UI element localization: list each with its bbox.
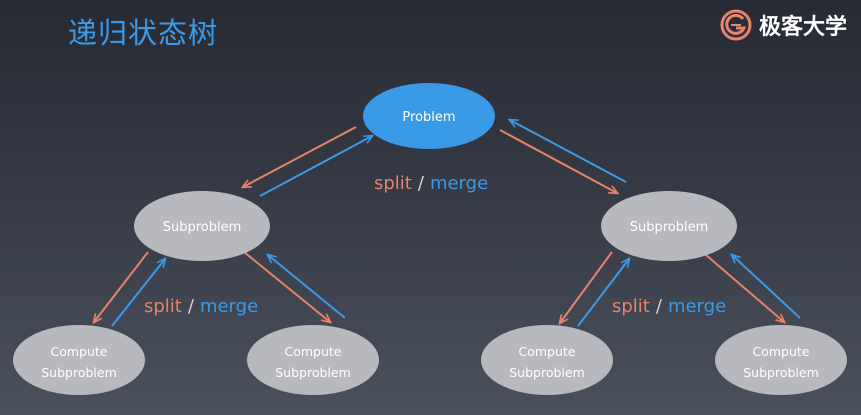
split-merge-label-right: split/merge bbox=[612, 296, 726, 317]
split-arrow-right-leaf4 bbox=[705, 254, 784, 322]
root-node-label: Problem bbox=[402, 110, 455, 125]
leaf-node-3: Compute Subproblem bbox=[481, 325, 613, 395]
split-arrow-right-leaf3 bbox=[560, 251, 613, 323]
merge-arrow-leaf3-right bbox=[577, 259, 629, 327]
merge-arrow-leaf2-left bbox=[268, 255, 346, 319]
leaf-3-label-line2: Subproblem bbox=[509, 365, 585, 380]
merge-arrow-leaf1-left bbox=[111, 259, 165, 327]
leaf-node-1: Compute Subproblem bbox=[13, 325, 145, 395]
page-title: 递归状态树 bbox=[68, 16, 219, 50]
leaf-4-label-line2: Subproblem bbox=[743, 365, 819, 380]
leaf-2-label-line1: Compute bbox=[284, 344, 341, 359]
leaf-4-label-line1: Compute bbox=[752, 344, 809, 359]
split-arrow-left-leaf1 bbox=[94, 251, 149, 322]
merge-arrow-right-root bbox=[510, 120, 627, 183]
split-arrow-root-left bbox=[243, 126, 357, 187]
merge-arrow-left-root bbox=[259, 136, 372, 197]
brand-logo: 极客大学 bbox=[719, 6, 847, 44]
left-subproblem-node: Subproblem bbox=[134, 191, 270, 261]
leaf-node-2: Compute Subproblem bbox=[247, 325, 379, 395]
split-arrow-root-right bbox=[499, 129, 617, 193]
logo-text: 极客大学 bbox=[758, 15, 847, 40]
left-subproblem-label: Subproblem bbox=[163, 220, 242, 235]
split-merge-label-left: split/merge bbox=[144, 296, 258, 317]
leaf-node-4: Compute Subproblem bbox=[715, 325, 847, 395]
split-arrow-left-leaf2 bbox=[243, 251, 330, 322]
right-subproblem-label: Subproblem bbox=[630, 220, 709, 235]
leaf-2-label-line2: Subproblem bbox=[275, 365, 351, 380]
right-subproblem-node: Subproblem bbox=[601, 191, 737, 261]
split-merge-label-top: split/merge bbox=[374, 173, 488, 194]
logo-g-icon bbox=[720, 9, 752, 41]
merge-arrow-leaf4-right bbox=[732, 255, 801, 319]
leaf-1-label-line2: Subproblem bbox=[41, 365, 117, 380]
leaf-3-label-line1: Compute bbox=[518, 344, 575, 359]
root-node: Problem bbox=[363, 83, 495, 149]
leaf-1-label-line1: Compute bbox=[50, 344, 107, 359]
